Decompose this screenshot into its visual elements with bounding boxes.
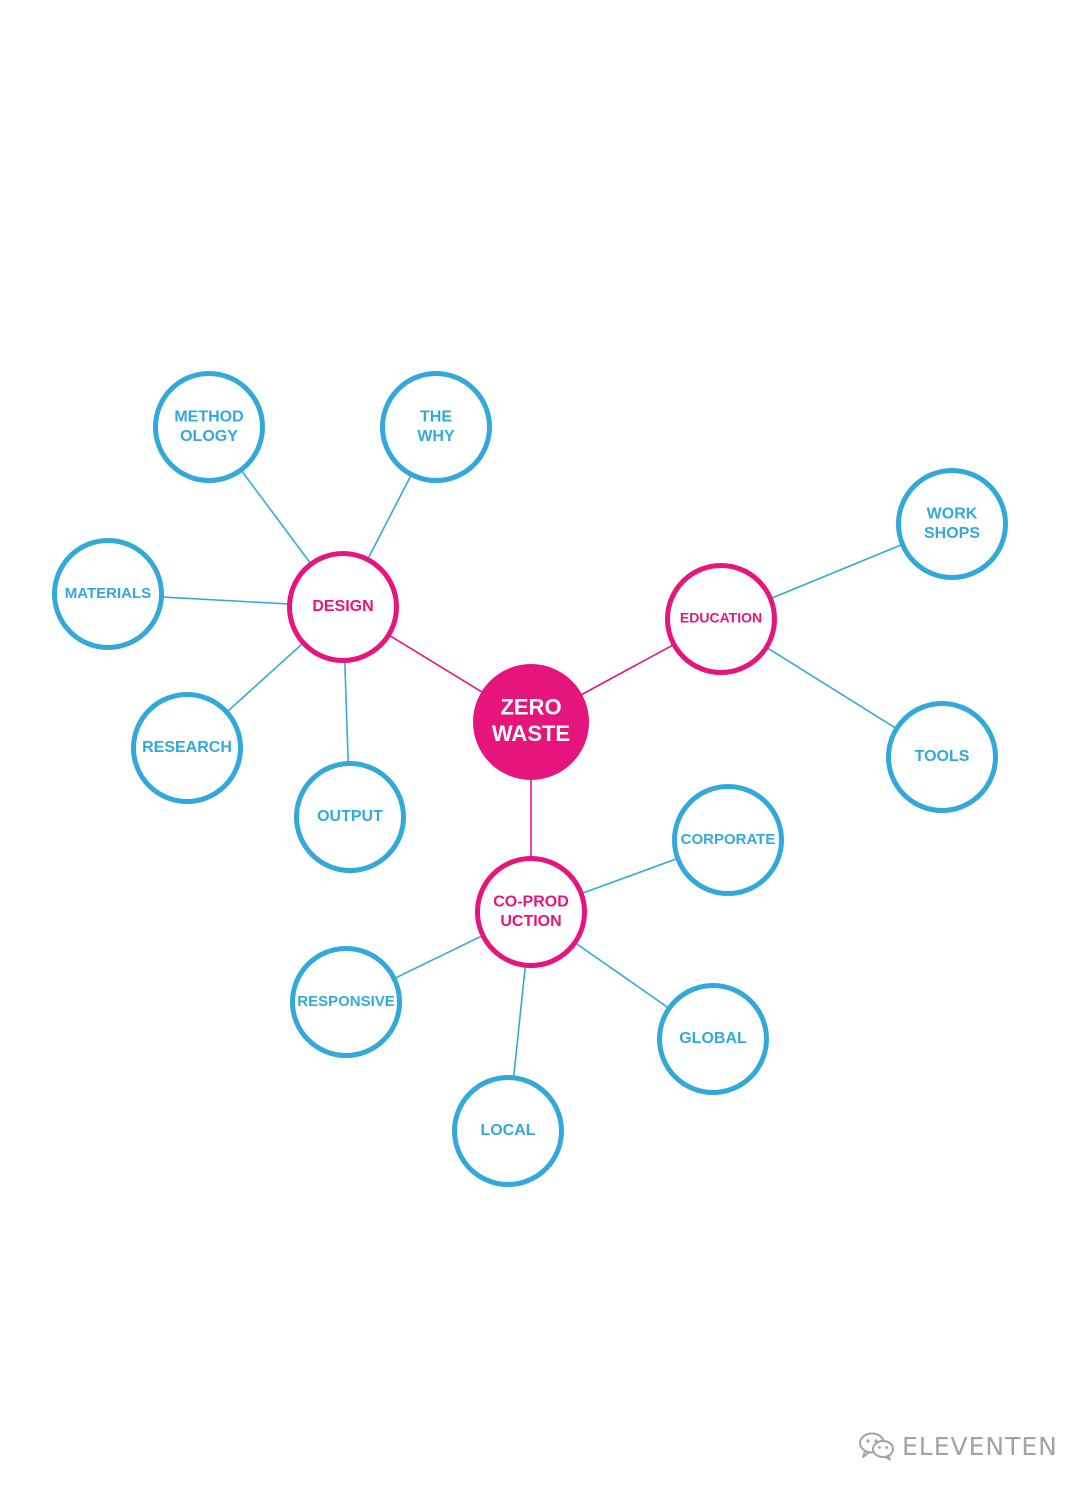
node-label-responsive: RESPONSIVE (297, 993, 395, 1010)
node-label-corporate: CORPORATE (681, 831, 776, 848)
node-label-tools: TOOLS (915, 748, 970, 765)
node-circle-global (657, 983, 769, 1095)
node-label-workshops: WORK (927, 505, 978, 522)
node-label-co-production: UCTION (500, 913, 561, 930)
node-label-zero-waste: WASTE (492, 721, 570, 746)
node-circle-tools (886, 701, 998, 813)
watermark-text: ELEVENTEN (902, 1431, 1058, 1461)
watermark: ELEVENTEN (858, 1430, 1058, 1462)
node-circle-research (131, 692, 243, 804)
node-circle-local (452, 1075, 564, 1187)
node-label-design: DESIGN (312, 598, 373, 615)
wechat-icon (859, 1432, 894, 1461)
node-global: GLOBAL (657, 983, 769, 1095)
node-workshops: WORK SHOPS (896, 468, 1008, 580)
node-circle-the-why (380, 371, 492, 483)
node-output: OUTPUT (294, 761, 406, 873)
node-label-methodology: OLOGY (180, 428, 238, 445)
node-label-output: OUTPUT (317, 808, 383, 825)
node-circle-workshops (896, 468, 1008, 580)
node-label-local: LOCAL (480, 1122, 535, 1139)
node-methodology: METHOD OLOGY (153, 371, 265, 483)
node-education: EDUCATION (665, 563, 777, 675)
node-label-global: GLOBAL (679, 1030, 747, 1047)
node-circle-co-production (475, 856, 587, 968)
node-responsive: RESPONSIVE (290, 946, 402, 1058)
diagram-nodes: METHOD OLOGY THE WHY MATERIALS RESEARCH OUTPUT… (52, 371, 1008, 1187)
node-materials: MATERIALS (52, 538, 164, 650)
node-circle-methodology (153, 371, 265, 483)
node-label-methodology: METHOD (174, 408, 243, 425)
node-label-research: RESEARCH (142, 739, 232, 756)
node-label-the-why: WHY (417, 428, 455, 445)
node-label-materials: MATERIALS (65, 585, 151, 602)
node-circle-responsive (290, 946, 402, 1058)
node-label-workshops: SHOPS (924, 525, 980, 542)
node-label-education: EDUCATION (680, 610, 762, 626)
node-circle-zero-waste (473, 664, 589, 780)
node-label-the-why: THE (420, 408, 452, 425)
node-the-why: THE WHY (380, 371, 492, 483)
node-local: LOCAL (452, 1075, 564, 1187)
node-co-production: CO-PROD UCTION (475, 856, 587, 968)
node-design: DESIGN (287, 551, 399, 663)
node-circle-design (287, 551, 399, 663)
node-corporate: CORPORATE (672, 784, 784, 896)
node-circle-corporate (672, 784, 784, 896)
node-research: RESEARCH (131, 692, 243, 804)
node-circle-output (294, 761, 406, 873)
node-label-co-production: CO-PROD (493, 893, 569, 910)
node-label-zero-waste: ZERO (500, 694, 561, 719)
node-circle-materials (52, 538, 164, 650)
node-tools: TOOLS (886, 701, 998, 813)
node-circle-education (665, 563, 777, 675)
